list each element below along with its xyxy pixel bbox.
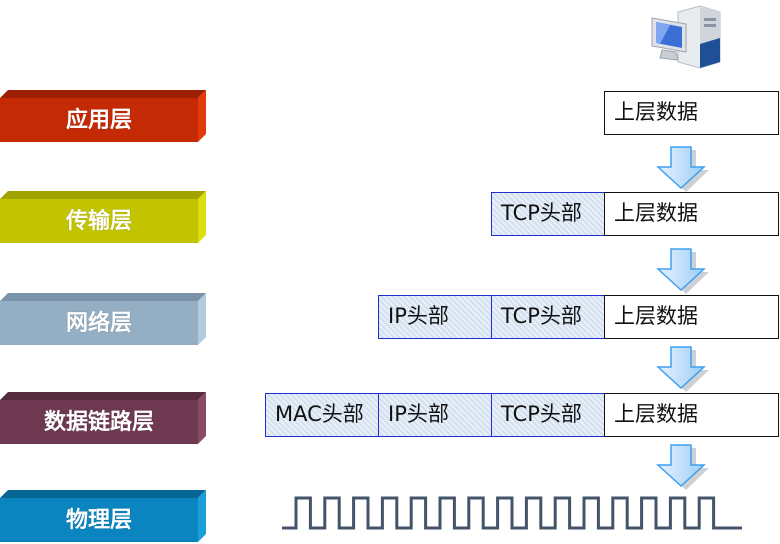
down-arrow-icon <box>646 248 716 294</box>
packet-data-datalink: 上层数据 <box>604 393 779 437</box>
tcp-header-network: TCP头部 <box>491 295 605 339</box>
wave-line <box>282 496 742 530</box>
down-arrow-icon <box>646 346 716 392</box>
layer-label: 物理层 <box>65 508 132 533</box>
down-arrow-icon <box>646 146 716 192</box>
square-wave-signal <box>282 496 742 530</box>
computer-icon <box>648 4 728 70</box>
layer-transport: 传输层 <box>0 191 206 243</box>
tcp-header-transport: TCP头部 <box>491 192 605 236</box>
mac-header-datalink: MAC头部 <box>265 393 379 437</box>
ip-header-datalink: IP头部 <box>378 393 492 437</box>
layer-label: 应用层 <box>65 108 132 133</box>
packet-data-transport: 上层数据 <box>604 192 779 236</box>
down-arrow-icon <box>646 444 716 490</box>
layer-network: 网络层 <box>0 293 206 345</box>
layer-label: 网络层 <box>65 311 132 336</box>
layer-physical: 物理层 <box>0 490 206 542</box>
tcp-header-datalink: TCP头部 <box>491 393 605 437</box>
packet-data-network: 上层数据 <box>604 295 779 339</box>
layer-label: 传输层 <box>65 209 132 234</box>
packet-data-application: 上层数据 <box>604 91 779 135</box>
layer-datalink: 数据链路层 <box>0 392 206 444</box>
ip-header-network: IP头部 <box>378 295 492 339</box>
layer-label: 数据链路层 <box>43 410 154 435</box>
layer-application: 应用层 <box>0 90 206 142</box>
